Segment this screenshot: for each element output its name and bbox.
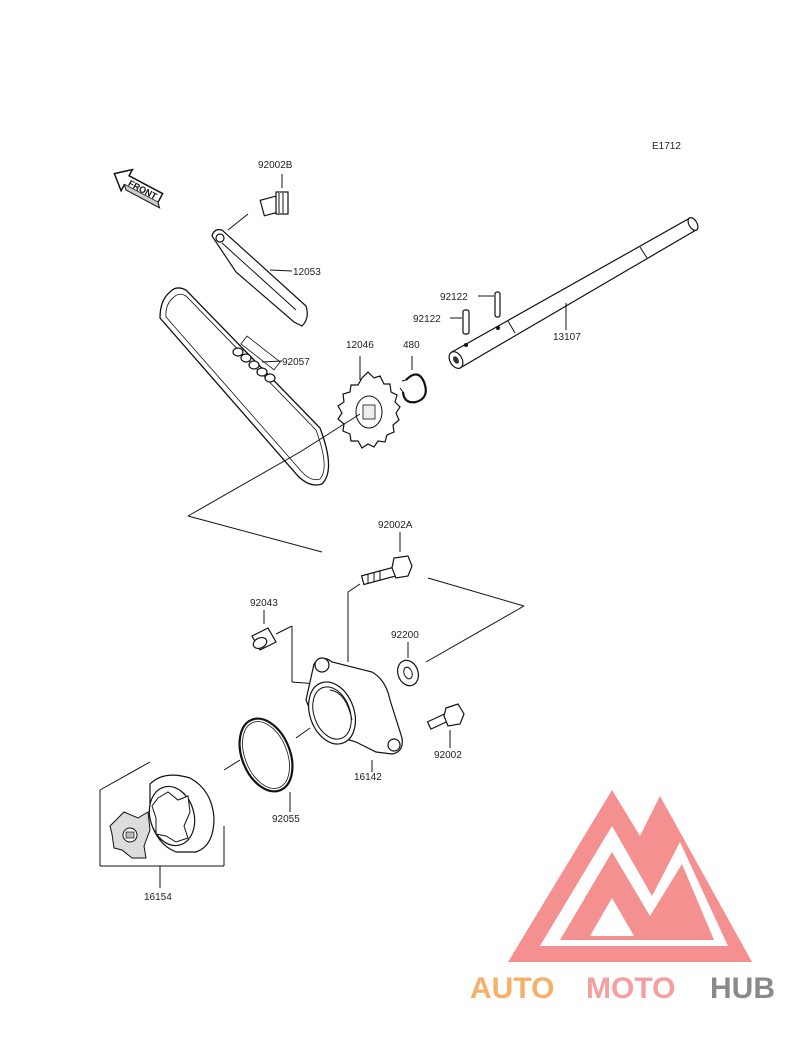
logo-word-moto: MOTO: [586, 972, 675, 1005]
chain-92057: [159, 287, 330, 486]
label-12053: 12053: [293, 267, 321, 278]
pin-92122-b: [462, 309, 470, 335]
sprocket-12046: [337, 371, 401, 449]
bolt-92002a: [360, 555, 413, 586]
label-92055: 92055: [272, 814, 300, 825]
oring-92055: [238, 717, 294, 793]
label-92122-a: 92122: [440, 292, 468, 303]
label-92002b: 92002B: [258, 160, 293, 171]
bolt-92002b: [259, 191, 289, 217]
label-16154: 16154: [144, 892, 172, 903]
diagram-code: E1712: [652, 141, 681, 152]
label-16142: 16142: [354, 772, 382, 783]
logo-word-hub: HUB: [710, 972, 775, 1005]
rotor-16154: [99, 761, 225, 867]
label-92002a: 92002A: [378, 520, 413, 531]
front-arrow-icon: FRONT: [113, 168, 164, 209]
label-13107: 13107: [553, 332, 581, 343]
label-92200: 92200: [391, 630, 419, 641]
label-92122-b: 92122: [413, 314, 441, 325]
label-92002: 92002: [434, 750, 462, 761]
circlip-480: [399, 373, 427, 404]
housing-16142: [305, 657, 403, 755]
shaft-13107: [448, 217, 699, 369]
label-12046: 12046: [346, 340, 374, 351]
automotohub-logo: AUTO MOTO HUB: [470, 790, 775, 1005]
logo-word-auto: AUTO: [470, 972, 554, 1005]
washer-92200: [397, 659, 419, 687]
chain-guide-12053: [211, 229, 308, 327]
dowel-92043: [251, 627, 277, 651]
label-480: 480: [403, 340, 420, 351]
pin-92122-a: [494, 291, 501, 318]
label-92043: 92043: [250, 598, 278, 609]
label-92057: 92057: [282, 357, 310, 368]
bolt-92002: [426, 703, 465, 730]
